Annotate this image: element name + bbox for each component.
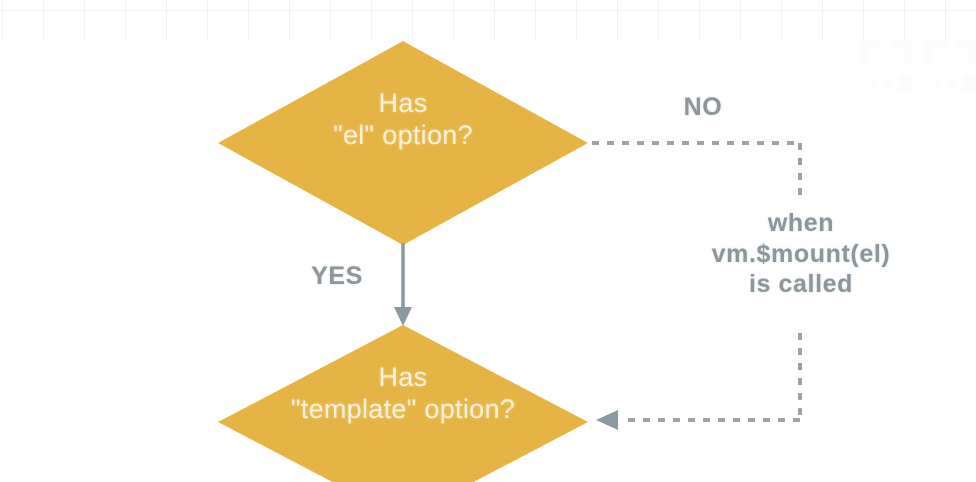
node-has-template-shape[interactable] bbox=[218, 325, 588, 482]
edge-annotation-mount-line2: vm.$mount(el) bbox=[711, 239, 891, 268]
node-has-template-line2: "template" option? bbox=[290, 393, 516, 424]
edge-yes bbox=[394, 243, 412, 326]
edge-no bbox=[592, 141, 802, 422]
node-has-template-line1: Has bbox=[378, 362, 428, 392]
node-has-template-label: Has "template" option? bbox=[223, 362, 583, 426]
node-has-el-label: Has "el" option? bbox=[253, 88, 553, 152]
node-has-el-line2: "el" option? bbox=[333, 119, 473, 150]
edge-annotation-mount-line3: is called bbox=[748, 270, 854, 298]
edge-annotation-mount: when vm.$mount(el) is called bbox=[665, 208, 937, 300]
edge-label-yes: YES bbox=[311, 262, 363, 290]
edge-annotation-mount-line1: when bbox=[767, 209, 835, 237]
edge-no-arrowhead bbox=[596, 410, 618, 430]
node-has-el-line1: Has bbox=[378, 88, 428, 118]
node-has-el-shape[interactable] bbox=[218, 41, 588, 245]
edge-label-no: NO bbox=[683, 93, 723, 121]
